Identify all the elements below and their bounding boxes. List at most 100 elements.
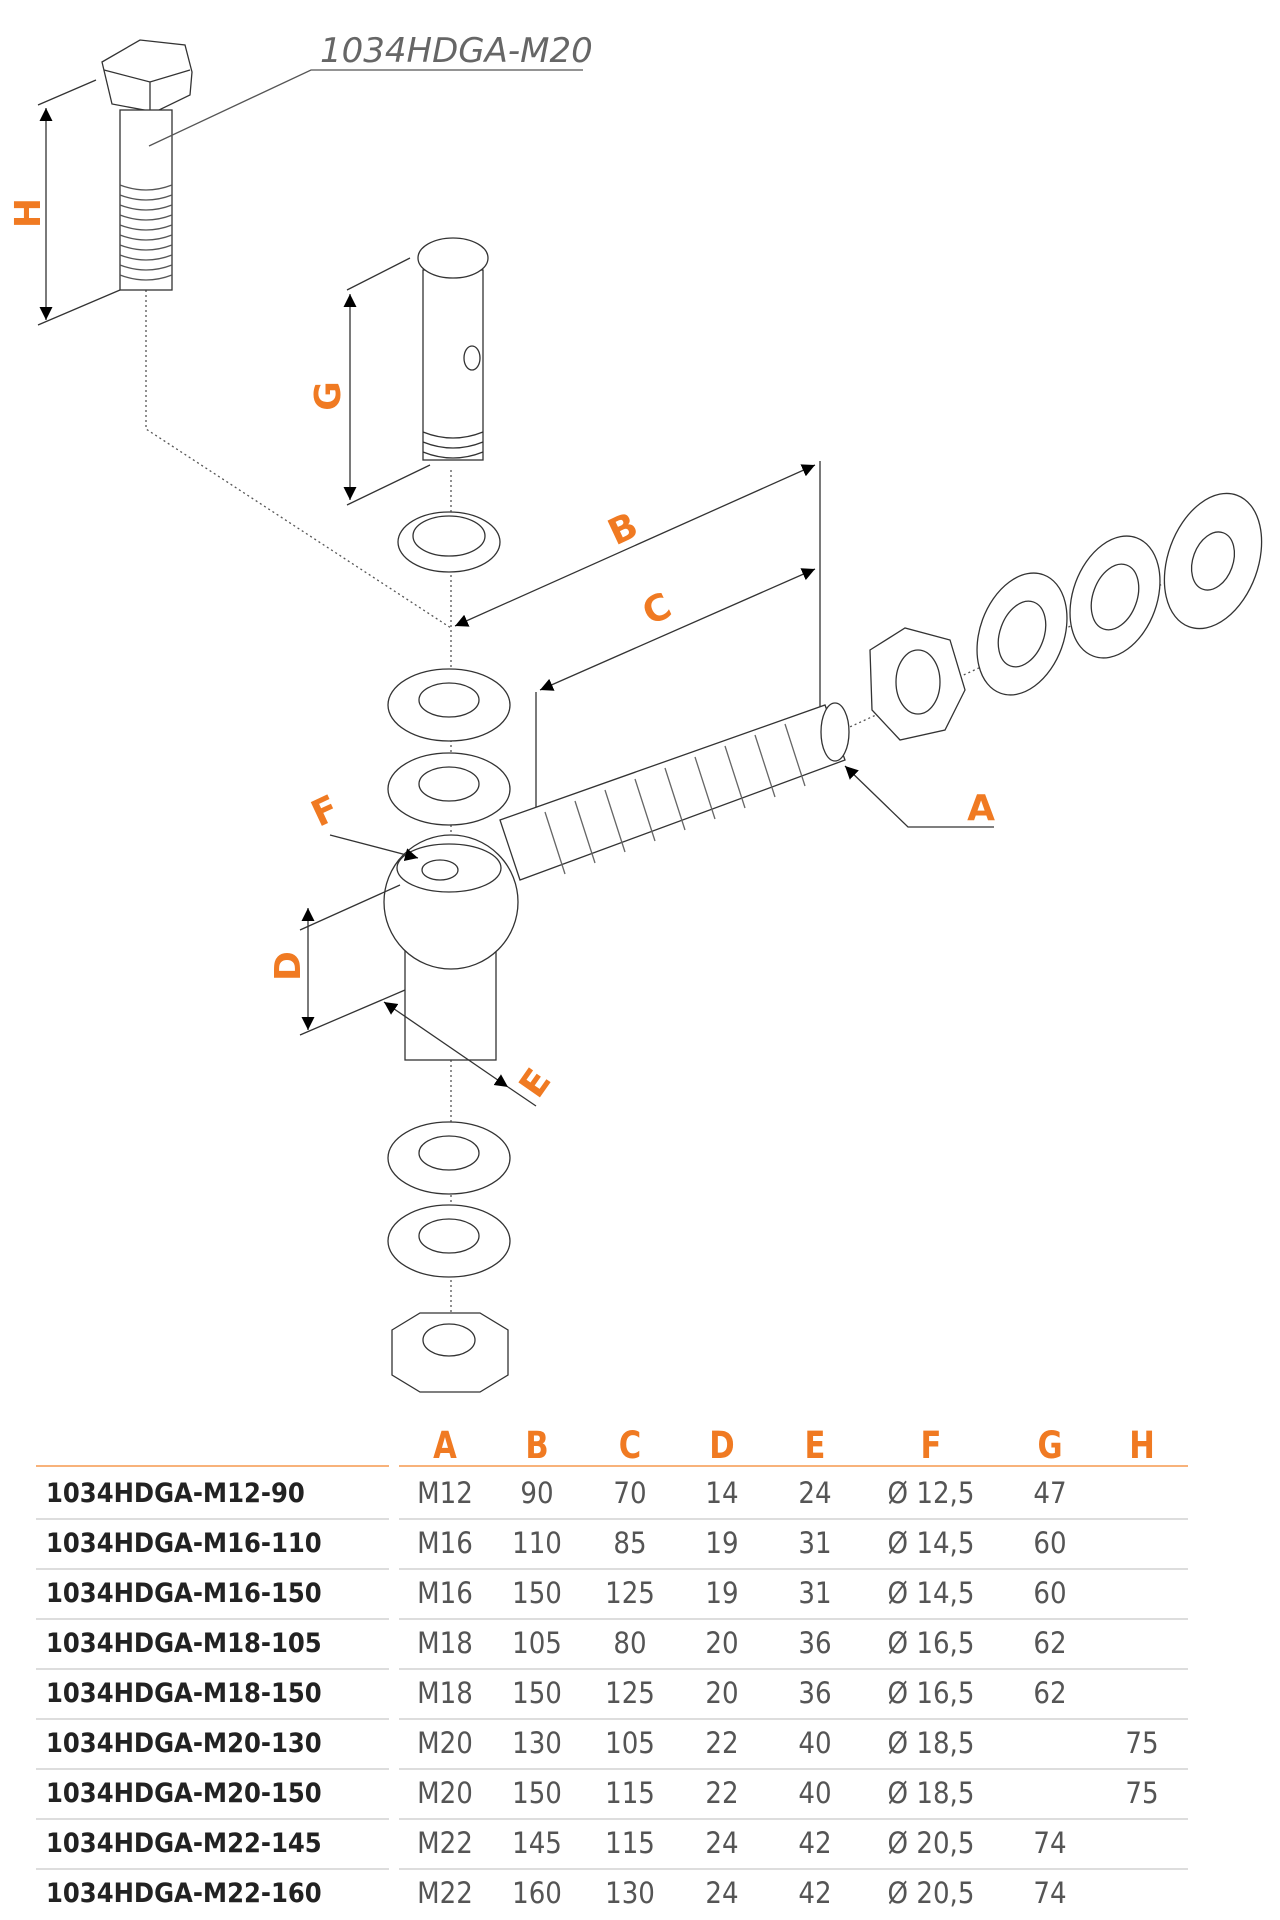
row-divider (36, 1818, 389, 1820)
cell-f: Ø 20,5 (887, 1876, 975, 1910)
cell-e: 40 (798, 1776, 832, 1810)
washer (387, 668, 511, 742)
cell-g: 62 (1033, 1626, 1067, 1660)
cell-f: Ø 18,5 (887, 1776, 975, 1810)
hex-nut (391, 1312, 509, 1393)
cell-b: 150 (512, 1576, 562, 1610)
dimension-label-e: E (512, 1062, 560, 1106)
flange-nut (1163, 492, 1263, 630)
product-code: 1034HDGA-M16-150 (46, 1578, 322, 1609)
cell-d: 22 (705, 1776, 739, 1810)
column-header-d: D (709, 1424, 735, 1468)
dimension-label-g: G (308, 381, 349, 411)
cell-e: 36 (798, 1626, 832, 1660)
cell-c: 125 (605, 1576, 655, 1610)
product-code: 1034HDGA-M22-145 (46, 1828, 322, 1859)
part-label: 1034HDGA-M20 (320, 31, 593, 71)
cell-a: M18 (417, 1626, 473, 1660)
cell-g: 47 (1033, 1476, 1067, 1510)
row-divider (399, 1768, 1188, 1770)
dimension-a-leader (844, 765, 994, 828)
cell-b: 150 (512, 1676, 562, 1710)
row-divider (36, 1668, 389, 1670)
header-divider (399, 1465, 1188, 1467)
cell-g: 74 (1033, 1876, 1067, 1910)
row-divider (399, 1668, 1188, 1670)
exploded-view-drawing: 1034HDGA-M20 H G B C A F D E (8, 31, 1263, 1393)
cell-g: 74 (1033, 1826, 1067, 1860)
cell-c: 105 (605, 1726, 655, 1760)
product-code: 1034HDGA-M16-110 (46, 1528, 322, 1559)
row-divider (399, 1818, 1188, 1820)
cell-a: M12 (417, 1476, 473, 1510)
cell-a: M16 (417, 1576, 473, 1610)
column-header-e: E (804, 1424, 826, 1468)
cell-d: 24 (705, 1876, 739, 1910)
cell-e: 36 (798, 1676, 832, 1710)
cell-b: 90 (520, 1476, 554, 1510)
cell-h: 75 (1125, 1776, 1159, 1810)
column-header-h: H (1129, 1424, 1155, 1468)
dimension-b-line (454, 464, 816, 627)
cell-h: 75 (1125, 1726, 1159, 1760)
flange-nut (869, 627, 966, 741)
cell-b: 110 (512, 1526, 562, 1560)
cell-e: 31 (798, 1526, 832, 1560)
row-divider (36, 1718, 389, 1720)
header-divider (36, 1465, 389, 1467)
cell-b: 160 (512, 1876, 562, 1910)
cell-f: Ø 18,5 (887, 1726, 975, 1760)
cell-a: M22 (417, 1826, 473, 1860)
cell-f: Ø 20,5 (887, 1826, 975, 1860)
dimension-e-line (383, 1001, 509, 1088)
pin (417, 237, 489, 461)
cell-e: 42 (798, 1826, 832, 1860)
product-code: 1034HDGA-M20-130 (46, 1728, 322, 1759)
dimension-label-a: A (967, 788, 995, 829)
row-divider (36, 1518, 389, 1520)
cell-a: M20 (417, 1726, 473, 1760)
cell-a: M16 (417, 1526, 473, 1560)
row-divider (36, 1768, 389, 1770)
cell-a: M20 (417, 1776, 473, 1810)
dimension-f-leader (329, 834, 419, 862)
cell-b: 150 (512, 1776, 562, 1810)
cell-d: 20 (705, 1626, 739, 1660)
washer (387, 752, 511, 826)
cell-d: 20 (705, 1676, 739, 1710)
cell-e: 24 (798, 1476, 832, 1510)
cell-g: 60 (1033, 1526, 1067, 1560)
centerline (145, 290, 452, 629)
row-divider (36, 1618, 389, 1620)
cell-e: 40 (798, 1726, 832, 1760)
cell-d: 24 (705, 1826, 739, 1860)
column-header-a: A (433, 1424, 457, 1468)
cell-b: 130 (512, 1726, 562, 1760)
row-divider (36, 1568, 389, 1570)
cell-f: Ø 14,5 (887, 1526, 975, 1560)
dimension-label-h: H (8, 198, 49, 228)
column-header-g: G (1037, 1424, 1063, 1468)
row-divider (399, 1618, 1188, 1620)
hex-bolt (101, 39, 193, 291)
row-divider (399, 1718, 1188, 1720)
product-code: 1034HDGA-M22-160 (46, 1878, 322, 1909)
bushing (397, 511, 501, 573)
cell-f: Ø 16,5 (887, 1626, 975, 1660)
washer (976, 572, 1068, 696)
column-header-f: F (920, 1424, 942, 1468)
column-header-b: B (525, 1424, 549, 1468)
cell-f: Ø 16,5 (887, 1676, 975, 1710)
column-header-c: C (618, 1424, 642, 1468)
cell-g: 62 (1033, 1676, 1067, 1710)
product-code: 1034HDGA-M20-150 (46, 1778, 322, 1809)
washer (1069, 535, 1161, 659)
dimension-label-d: D (268, 951, 309, 981)
dimension-label-f: F (305, 788, 345, 836)
